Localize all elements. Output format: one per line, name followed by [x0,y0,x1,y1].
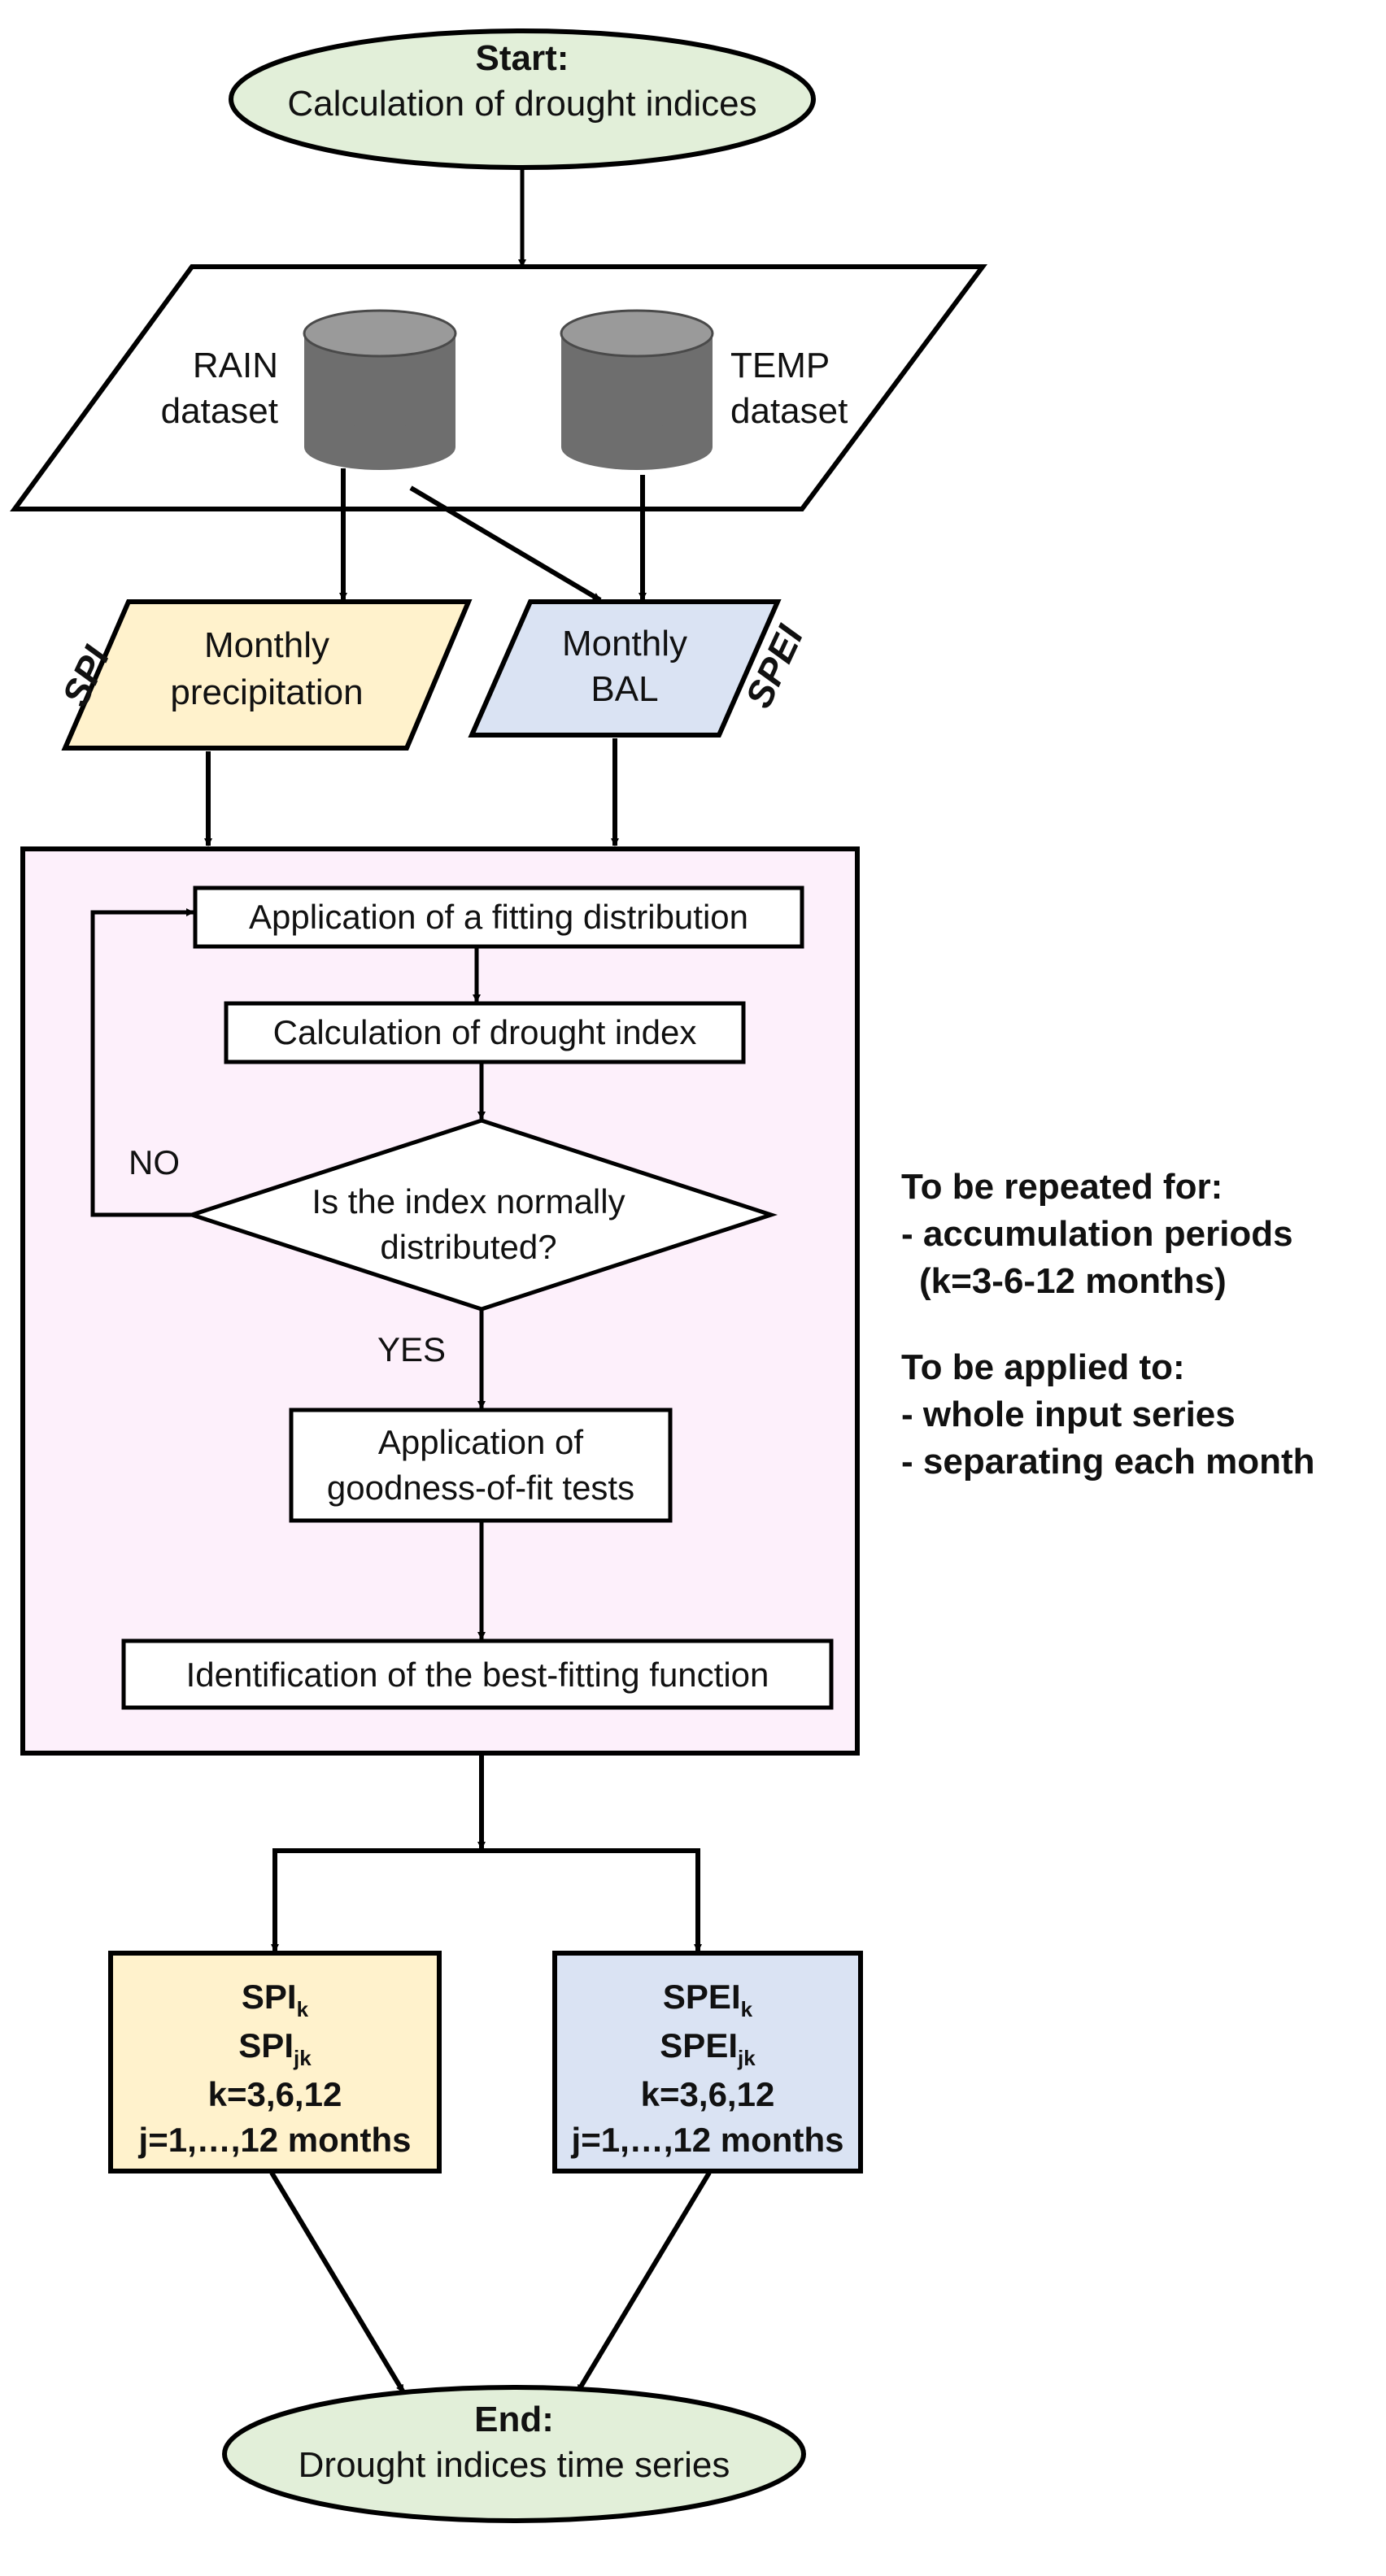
spi-output-box [108,1951,442,2174]
decision-label-1: Is the index normally [312,1182,625,1221]
start-title: Start: [476,38,569,78]
spi-jk-label: SPIjk [238,2026,312,2070]
no-label: NO [129,1143,180,1181]
best-box [121,1638,834,1710]
bal-parallelogram [468,599,782,738]
notes-repeat-title: To be repeated for: [901,1167,1223,1207]
fit-box [193,886,804,949]
spei-k-values: k=3,6,12 [641,2075,775,2113]
start-subtitle: Calculation of drought indices [287,84,756,124]
temp-label: TEMP [730,346,830,385]
notes-apply-item-2: - separating each month [901,1442,1315,1482]
arrow-no-loop [90,908,194,1217]
start-ellipse [229,28,816,170]
fit-label: Application of a fitting distribution [249,898,748,936]
end-title: End: [474,2400,554,2439]
process-block: Application of a fitting distribution Ca… [20,846,860,1756]
rain-label-2: dataset [161,391,278,431]
spi-j-values: j=1,…,12 months [138,2121,412,2159]
temp-cylinder-icon [560,309,714,470]
notes: To be repeated for: - accumulation perio… [901,1167,1315,1482]
gof-label-1: Application of [378,1423,583,1461]
precip-label-1: Monthly [204,625,329,665]
arrow-spei-to-end [575,2171,712,2394]
precip-parallelogram [61,599,473,751]
precip-input: Monthly precipitation [61,599,473,751]
notes-apply-title: To be applied to: [901,1347,1185,1387]
data-parallelogram [10,264,987,511]
rain-cylinder-icon [303,309,457,470]
spei-output-box [552,1951,863,2174]
gof-box [289,1408,673,1523]
precip-label-2: precipitation [170,672,363,712]
calc-label: Calculation of drought index [273,1013,697,1051]
spei-k-label: SPEIk [663,1978,753,2021]
arrow-spi-to-end [269,2171,406,2394]
spi-k-values: k=3,6,12 [208,2075,342,2113]
bal-label-2: BAL [591,669,658,709]
arrow-rain-to-bal [409,485,602,603]
best-label: Identification of the best-fitting funct… [186,1656,769,1694]
gof-label-2: goodness-of-fit tests [327,1469,634,1507]
start-terminal: Start: Calculation of drought indices [229,28,816,170]
end-ellipse [222,2385,806,2523]
process-container [20,846,860,1756]
bal-input: Monthly BAL [468,599,782,738]
rain-label: RAIN [193,346,278,385]
notes-apply-item-1: - whole input series [901,1395,1236,1434]
bal-label-1: Monthly [562,624,687,664]
split-line [272,1848,700,1952]
temp-label-2: dataset [730,391,848,431]
calc-box [224,1001,746,1064]
spei-j-values: j=1,…,12 months [571,2121,844,2159]
spei-output: SPEIk SPEIjk k=3,6,12 j=1,…,12 months [552,1951,863,2174]
notes-repeat-item-2: (k=3-6-12 months) [919,1261,1227,1301]
end-subtitle: Drought indices time series [299,2445,730,2485]
spei-jk-label: SPEIjk [660,2026,756,2070]
notes-repeat-item-1: - accumulation periods [901,1214,1293,1254]
spi-k-label: SPIk [242,1978,309,2021]
spi-output: SPIk SPIjk k=3,6,12 j=1,…,12 months [108,1951,442,2174]
decision-label-2: distributed? [380,1228,556,1266]
end-terminal: End: Drought indices time series [222,2385,806,2523]
yes-label: YES [377,1330,446,1368]
data-sources: RAIN dataset TEMP dataset [10,264,987,511]
